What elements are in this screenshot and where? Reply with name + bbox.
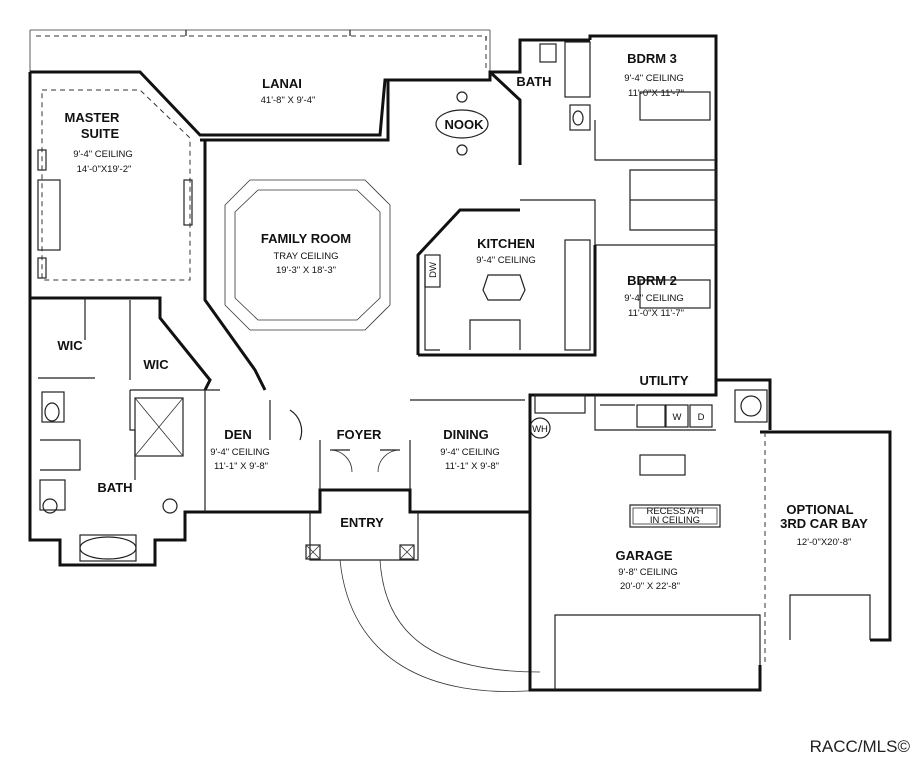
- bdrm2-ceiling: 9'-4" CEILING: [624, 293, 684, 304]
- nook-label: NOOK: [445, 117, 485, 132]
- lanai-dims: 41'-8" X 9'-4": [261, 95, 316, 106]
- garage-dims: 20'-0" X 22'-8": [620, 581, 680, 592]
- dining-dims: 11'-1" X 9'-8": [445, 461, 499, 472]
- family-ceiling: TRAY CEILING: [273, 251, 338, 262]
- master-label-2: SUITE: [81, 126, 120, 141]
- recess-label-2: IN CEILING: [650, 515, 700, 526]
- lanai-label: LANAI: [262, 76, 302, 91]
- bdrm2-dims: 11'-0"X 11'-7": [628, 308, 684, 319]
- kitchen-ceiling: 9'-4" CEILING: [476, 255, 536, 266]
- exterior-walls: [28, 34, 718, 567]
- mls-watermark: RACC/MLS©: [810, 737, 911, 756]
- dishwasher-label: DW: [428, 262, 439, 278]
- wic-right-label: WIC: [143, 357, 169, 372]
- bedroom-wing-walls: [435, 41, 717, 309]
- den-ceiling: 9'-4" CEILING: [210, 447, 270, 458]
- bay3-label-1: OPTIONAL: [786, 502, 853, 517]
- dining-label: DINING: [443, 427, 489, 442]
- garage-walls: [528, 378, 892, 692]
- bdrm3-dims: 11'-0"X 11'-7": [628, 88, 684, 99]
- master-bath-walls: [30, 296, 220, 562]
- dryer-label: D: [698, 412, 705, 423]
- front-rooms-walls: [204, 390, 525, 512]
- wic-left-label: WIC: [57, 338, 83, 353]
- dining-ceiling: 9'-4" CEILING: [440, 447, 500, 458]
- lanai-outline: [29, 29, 491, 72]
- entry-label: ENTRY: [340, 515, 384, 530]
- family-dims: 19'-3" X 18'-3": [276, 265, 336, 276]
- master-dims: 14'-0"X19'-2": [77, 164, 132, 175]
- bay3-label-2: 3RD CAR BAY: [780, 516, 868, 531]
- den-dims: 11'-1" X 9'-8": [214, 461, 268, 472]
- den-label: DEN: [224, 427, 251, 442]
- foyer-label: FOYER: [337, 427, 382, 442]
- family-label: FAMILY ROOM: [261, 231, 351, 246]
- master-label-1: MASTER: [65, 110, 121, 125]
- bay3-dims: 12'-0"X20'-8": [797, 537, 852, 548]
- utility-label: UTILITY: [639, 373, 688, 388]
- kitchen-label: KITCHEN: [477, 236, 535, 251]
- bath-top-label: BATH: [516, 74, 551, 89]
- bdrm3-ceiling: 9'-4" CEILING: [624, 73, 684, 84]
- utility-walls: [529, 394, 716, 439]
- washer-label: W: [673, 412, 682, 423]
- kitchen-walls: [416, 208, 597, 357]
- master-bath-label: BATH: [97, 480, 132, 495]
- bdrm3-label: BDRM 3: [627, 51, 677, 66]
- master-suite-walls: [37, 89, 267, 391]
- family-room-tray: [224, 179, 391, 331]
- recess-label-1: RECESS A/H: [646, 506, 703, 517]
- garage-ceiling: 9'-8" CEILING: [618, 567, 678, 578]
- master-ceiling: 9'-4" CEILING: [73, 149, 133, 160]
- garage-label: GARAGE: [615, 548, 672, 563]
- bdrm2-label: BDRM 2: [627, 273, 677, 288]
- water-heater-label: WH: [532, 424, 548, 435]
- entry-porch: [305, 512, 541, 692]
